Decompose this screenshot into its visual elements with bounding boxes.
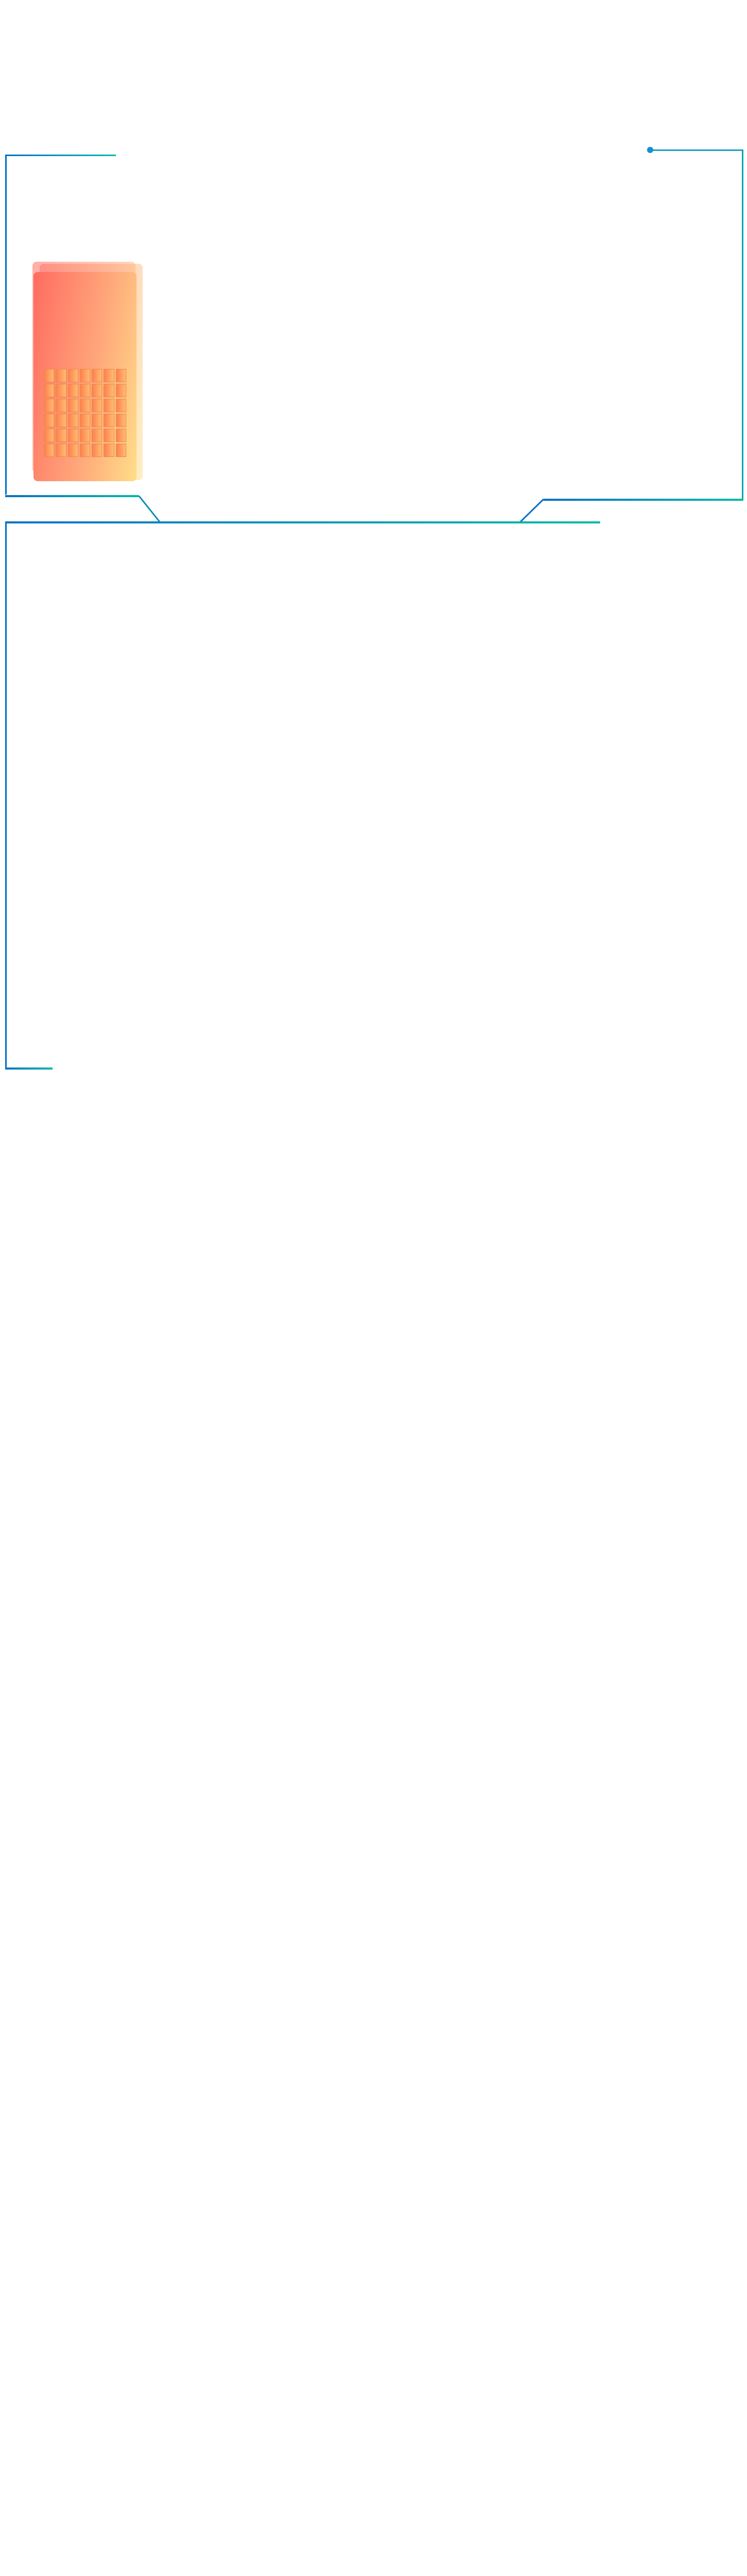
frame-connector bbox=[138, 496, 545, 523]
frame-line bbox=[5, 521, 600, 523]
frame-line bbox=[5, 521, 7, 1067]
frame-line bbox=[650, 149, 743, 151]
matrix-grid bbox=[44, 369, 126, 457]
frame-line bbox=[5, 495, 139, 497]
frame-line bbox=[5, 1067, 53, 1070]
frame-dot bbox=[647, 147, 653, 153]
frame-line bbox=[5, 155, 7, 495]
frame-line bbox=[5, 155, 116, 156]
frame-line bbox=[544, 499, 743, 501]
frame-line bbox=[742, 149, 743, 500]
matrix-unit-block bbox=[33, 272, 137, 481]
